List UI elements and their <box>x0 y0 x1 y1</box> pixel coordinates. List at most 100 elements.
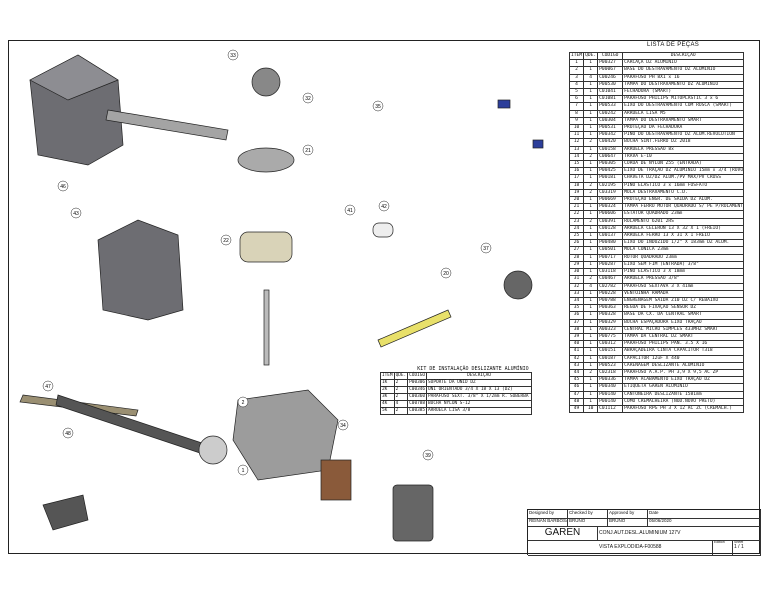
parts-cell: EIXO SEM FIM (ENTRADA) 3/8" <box>622 260 745 270</box>
callout-48: 48 <box>65 431 71 437</box>
parts-cell: 1 <box>583 145 599 154</box>
parts-list-title: LISTA DE PEÇAS <box>646 42 700 48</box>
parts-cell: MOLA CÔNICA 23mm <box>622 246 745 255</box>
parts-cell: 11 <box>568 131 585 140</box>
parts-cell: PINO ELÁSTICO 3 x 16mm FOSFATO <box>622 181 745 190</box>
parts-cell: 1 <box>583 332 599 342</box>
rack-lower-shape <box>55 394 209 456</box>
parts-cell: C00647 <box>597 152 624 162</box>
parts-cell: 3 <box>568 73 585 82</box>
parts-cell: 24 <box>568 224 585 234</box>
parts-cell: 1 <box>583 131 599 140</box>
parts-cell: P00775 <box>597 332 624 342</box>
parts-cell: 35 <box>568 304 585 313</box>
parts-cell: 27 <box>568 246 585 255</box>
parts-cell: 2 <box>583 138 599 147</box>
parts-cell: P00328 <box>597 311 624 320</box>
parts-cell: P00788 <box>597 296 624 306</box>
parts-cell: TAMPA DA CENTRAL DZ SMART <box>622 332 745 342</box>
parts-header-2: CÓDIGO <box>597 51 624 61</box>
parts-cell: TAMPA DO DESTRAVAMENTO DZ ALUMÍNIO <box>622 80 745 90</box>
parts-cell: ROLAMENTO 6201 2RS <box>622 217 745 226</box>
callout-22: 22 <box>223 238 229 244</box>
parts-cell: 1 <box>583 80 599 90</box>
parts-cell: 1 <box>583 304 599 313</box>
parts-cell: P00140 <box>597 390 624 399</box>
capacitor-shape <box>372 222 394 238</box>
parts-cell: 9 <box>568 116 585 126</box>
kit-cell: 2 <box>393 393 409 401</box>
parts-cell: C00128 <box>597 224 624 234</box>
parts-cell: 7 <box>568 102 585 111</box>
parts-cell: 47 <box>568 390 585 399</box>
callout-42: 42 <box>381 204 387 210</box>
kit-cell: BUCHA NYLON S-12 <box>426 400 533 408</box>
parts-cell: C01112 <box>597 404 624 414</box>
approved-by-label: Approved by <box>608 510 648 518</box>
parts-cell: BASE DO DESTRAVAMENTO DZ ALUMÍNIO <box>622 66 745 75</box>
parts-cell: C00158 <box>597 145 624 154</box>
parts-cell: TAMPA FERRO MOTOR QUADRADO S/ PE P/ROLAM… <box>622 203 745 212</box>
parts-cell: 18 <box>568 181 585 190</box>
kit-cell: C00385 <box>407 407 428 415</box>
parts-cell: 1 <box>583 246 599 255</box>
parts-cell: ESTATOR QUADRADO 23mm <box>622 210 745 219</box>
drawing-title: CONJ.AUT.DESL.ALUMINIUM 127V <box>598 526 761 540</box>
parts-cell: 21 <box>568 203 585 212</box>
parts-cell: 1 <box>583 239 599 248</box>
parts-cell: C00151 <box>597 347 624 356</box>
kit-cell: 2 <box>393 386 409 394</box>
parts-cell: CANTONEIRA DESLIZANTE 1581mm <box>622 390 745 399</box>
parts-cell: C02782 <box>597 282 624 291</box>
parts-cell: 2 <box>583 181 599 190</box>
parts-cell: 2 <box>583 217 599 226</box>
stator-shape <box>239 231 293 263</box>
parts-cell: 10 <box>568 124 585 133</box>
parts-cell: 1 <box>583 160 599 169</box>
parts-cell: 2 <box>583 152 599 162</box>
parts-cell: 4 <box>568 80 585 90</box>
sheet-number: 1 / 1 <box>734 544 744 550</box>
parts-cell: 2 <box>568 66 585 75</box>
parts-cell: P00305 <box>597 160 624 169</box>
parts-cell: PARAFUSO PHILIPS MITOPLASTIC 3 x 6 <box>622 95 745 104</box>
parts-cell: FECHADURA (SMART) <box>622 88 745 97</box>
parts-cell: 28 <box>568 253 585 262</box>
parts-cell: C00304 <box>597 116 624 126</box>
parts-cell: 15 <box>568 160 585 169</box>
rack-top-shape <box>105 109 229 141</box>
callout-39: 39 <box>425 453 431 459</box>
parts-cell: PROTEÇÃO DA FECHADURA <box>622 124 745 133</box>
parts-cell: P00067 <box>597 66 624 75</box>
parts-cell: 42 <box>568 354 585 363</box>
kit-cell: ARRUELA LISA 3/8 <box>426 407 533 415</box>
designed-by-label: Designed by <box>528 510 568 518</box>
parts-cell: 1 <box>583 361 599 370</box>
